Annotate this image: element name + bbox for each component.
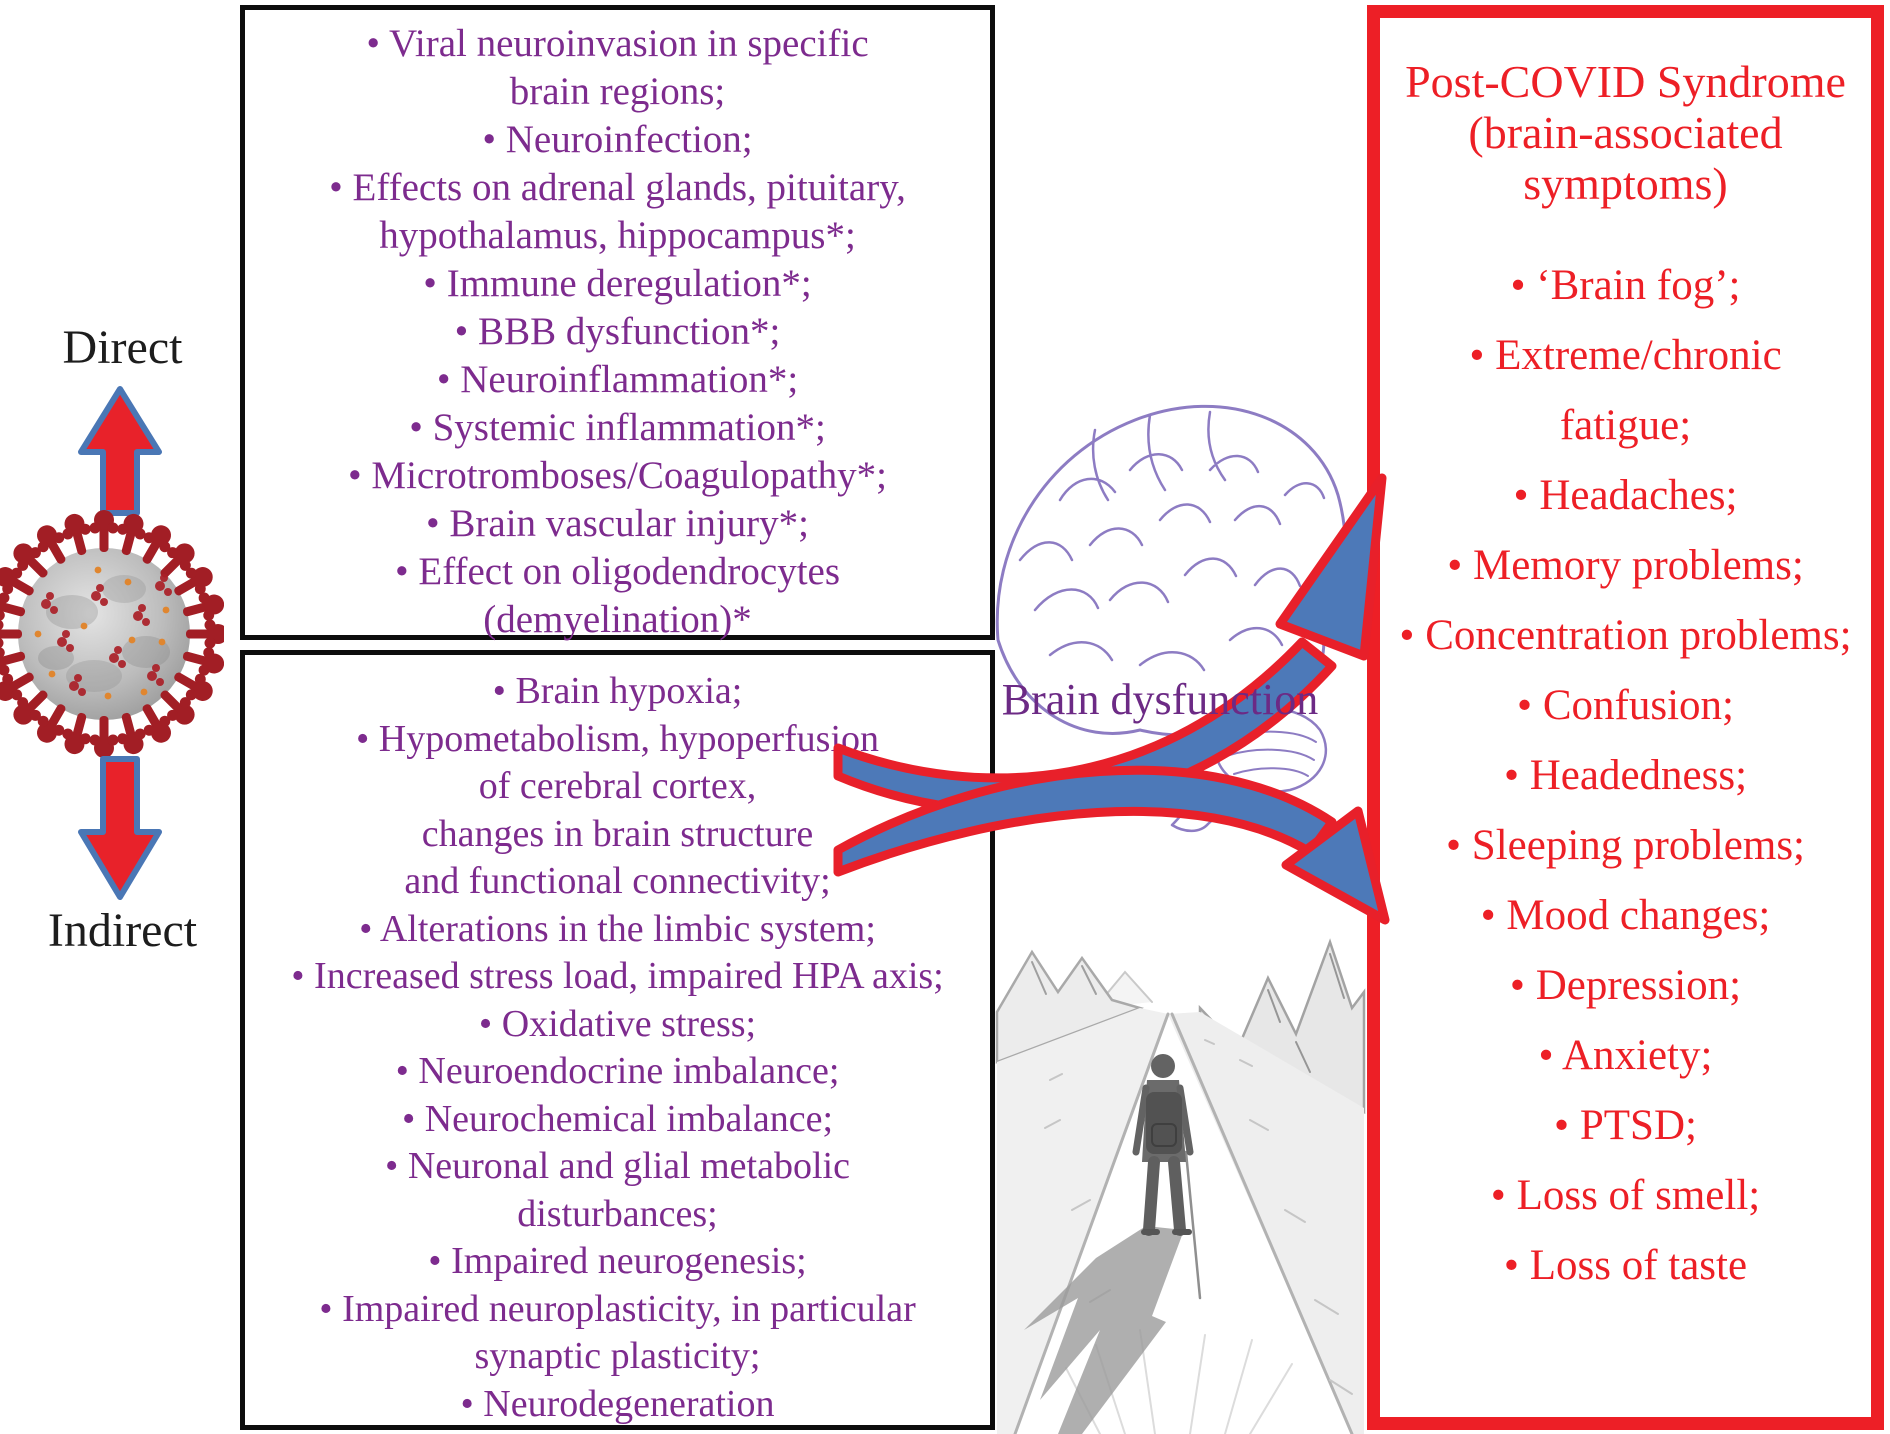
direct-effect-line: • Systemic inflammation*; — [409, 406, 826, 449]
center-illustrations — [833, 405, 1390, 1434]
post-covid-symptom: • ‘Brain fog’; — [1510, 262, 1741, 309]
post-covid-symptom: • Depression; — [1509, 962, 1742, 1009]
direct-effect-line: • Neuroinflammation*; — [436, 358, 799, 401]
post-covid-symptom: • Confusion; — [1517, 682, 1734, 729]
curved-arrow-road-to-postcovid-icon — [833, 765, 1390, 925]
direct-effect-line: hypothalamus, hippocampus*; — [379, 214, 856, 257]
direct-effects-box: • Viral neuroinvasion in specific brain r… — [240, 5, 995, 641]
direct-effect-line: • Neuroinfection; — [482, 118, 753, 161]
post-covid-symptom: • Mood changes; — [1480, 892, 1771, 939]
post-covid-title-line: Post-COVID Syndrome — [1405, 56, 1846, 107]
curved-arrow-brain-to-postcovid-icon — [833, 473, 1387, 816]
indirect-effect-line: • Alterations in the limbic system; — [359, 907, 876, 950]
coronavirus-icon — [0, 510, 224, 758]
person-walking-road-sketch-icon — [995, 938, 1366, 1434]
brain-dysfunction-caption: Brain dysfunction — [1001, 675, 1319, 724]
virus-body — [0, 510, 224, 758]
post-covid-symptom: • Headedness; — [1503, 752, 1748, 799]
indirect-effect-line: • Neuroendocrine imbalance; — [395, 1050, 840, 1092]
direct-effect-line: • Effect on oligodendrocytes — [394, 550, 841, 593]
indirect-effect-line: synaptic plasticity; — [474, 1335, 761, 1377]
direct-up-arrow-icon — [78, 386, 162, 516]
post-covid-symptom: • Anxiety; — [1538, 1032, 1713, 1079]
post-covid-symptom: fatigue; — [1559, 402, 1692, 449]
indirect-effect-line: changes in brain structure — [421, 812, 814, 855]
direct-effect-line: • Brain vascular injury*; — [426, 502, 809, 545]
post-covid-symptom: • Memory problems; — [1447, 542, 1804, 589]
direct-effect-line: brain regions; — [509, 70, 726, 113]
indirect-effect-line: of cerebral cortex, — [478, 765, 757, 807]
post-covid-title-line: (brain-associated — [1468, 107, 1783, 158]
indirect-effect-line: and functional connectivity; — [404, 860, 831, 902]
direct-effect-line: • Effects on adrenal glands, pituitary, — [329, 166, 906, 209]
post-covid-title-line: symptoms) — [1523, 158, 1728, 209]
indirect-effect-line: • Hypometabolism, hypoperfusion — [355, 717, 880, 760]
post-covid-symptom: • PTSD; — [1554, 1102, 1697, 1149]
direct-effect-line: • Immune deregulation*; — [423, 262, 812, 305]
indirect-effect-line: • Neurodegeneration — [460, 1382, 775, 1425]
direct-label: Direct — [62, 321, 183, 374]
post-covid-symptom: • Headaches; — [1513, 472, 1738, 519]
post-covid-symptoms-list: • ‘Brain fog’; • Extreme/chronic fatigue; •… — [1380, 251, 1871, 1301]
post-covid-symptom: • Concentration problems; — [1399, 612, 1852, 659]
indirect-effect-line: • Increased stress load, impaired HPA ax… — [291, 955, 944, 997]
indirect-label: Indirect — [47, 904, 198, 957]
indirect-effect-line: • Brain hypoxia; — [492, 670, 743, 712]
post-covid-symptom: • Loss of taste — [1503, 1242, 1748, 1289]
indirect-effect-line: • Impaired neurogenesis; — [428, 1240, 807, 1282]
direct-effect-line: (demyelination)* — [483, 598, 752, 641]
post-covid-symptom: • Loss of smell; — [1490, 1172, 1761, 1219]
indirect-effect-line: • Impaired neuroplasticity, in particula… — [319, 1287, 916, 1330]
post-covid-symptom: • Extreme/chronic — [1469, 332, 1782, 379]
indirect-effect-line: • Oxidative stress; — [478, 1002, 757, 1045]
direct-effect-line: • BBB dysfunction*; — [454, 310, 781, 353]
post-covid-symptom: • Sleeping problems; — [1445, 822, 1805, 869]
indirect-effect-line: • Neurochemical imbalance; — [401, 1097, 834, 1140]
direct-effect-line: • Microtromboses/Coagulopathy*; — [347, 454, 887, 497]
indirect-effect-line: • Neuronal and glial metabolic — [385, 1145, 850, 1187]
direct-effect-line: • Viral neuroinvasion in specific — [366, 22, 869, 65]
indirect-down-arrow-icon — [78, 756, 162, 900]
indirect-effect-line: disturbances; — [517, 1192, 718, 1235]
